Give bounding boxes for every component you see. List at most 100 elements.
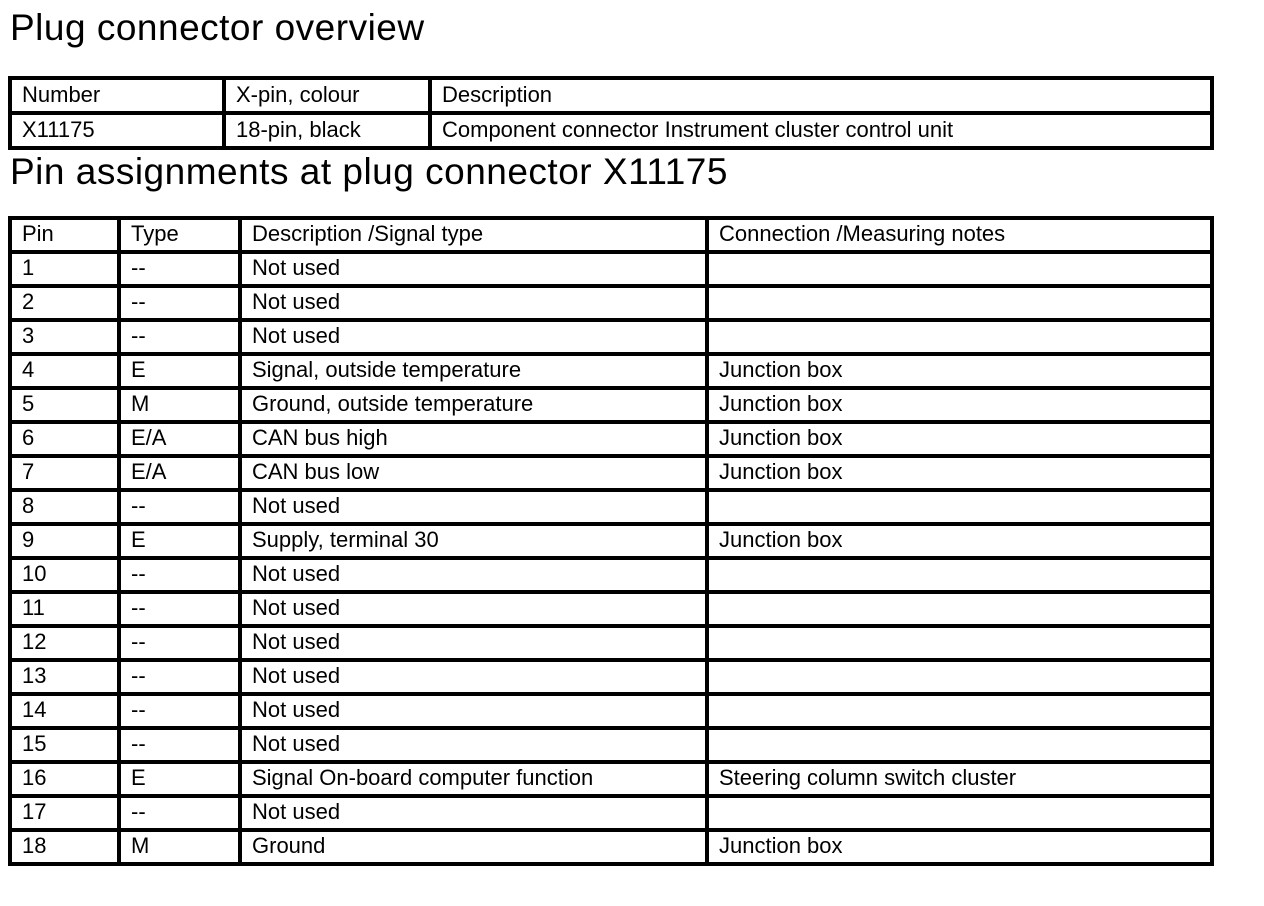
pin-assignments-table: Pin Type Description /Signal type Connec… [8, 216, 1214, 866]
pin-row-6: 6 E/A CAN bus high Junction box [8, 420, 1214, 458]
type-cell: -- [117, 284, 242, 322]
pin-cell: 9 [8, 522, 121, 560]
connection-cell [705, 318, 1214, 356]
connection-cell [705, 794, 1214, 832]
connection-cell: Junction box [705, 522, 1214, 560]
connector-header-xpin-colour: X-pin, colour [222, 76, 432, 115]
pin-row-16: 16 E Signal On-board computer function S… [8, 760, 1214, 798]
pin-cell: 14 [8, 692, 121, 730]
description-cell: Not used [238, 556, 709, 594]
type-cell: E/A [117, 420, 242, 458]
pin-cell: 4 [8, 352, 121, 390]
type-cell: -- [117, 658, 242, 696]
connection-cell [705, 250, 1214, 288]
connection-cell: Junction box [705, 352, 1214, 390]
type-cell: -- [117, 488, 242, 526]
description-cell: Not used [238, 488, 709, 526]
description-cell: Not used [238, 590, 709, 628]
description-cell: Not used [238, 284, 709, 322]
pin-cell: 13 [8, 658, 121, 696]
pin-row-18: 18 M Ground Junction box [8, 828, 1214, 866]
description-cell: Not used [238, 692, 709, 730]
pin-cell: 18 [8, 828, 121, 866]
description-cell: Not used [238, 250, 709, 288]
pin-cell: 5 [8, 386, 121, 424]
pin-row-8: 8 -- Not used [8, 488, 1214, 526]
connection-cell [705, 726, 1214, 764]
pin-cell: 17 [8, 794, 121, 832]
plug-connector-overview-table: Number X-pin, colour Description X11175 … [8, 76, 1214, 150]
connector-table-header-row: Number X-pin, colour Description [8, 76, 1214, 115]
description-cell: Signal, outside temperature [238, 352, 709, 390]
connector-header-description: Description [428, 76, 1214, 115]
pin-row-7: 7 E/A CAN bus low Junction box [8, 454, 1214, 492]
pin-row-17: 17 -- Not used [8, 794, 1214, 832]
pin-row-10: 10 -- Not used [8, 556, 1214, 594]
type-cell: -- [117, 794, 242, 832]
connector-number-cell: X11175 [8, 111, 226, 150]
connection-cell: Steering column switch cluster [705, 760, 1214, 798]
type-cell: M [117, 386, 242, 424]
pin-row-12: 12 -- Not used [8, 624, 1214, 662]
type-cell: E/A [117, 454, 242, 492]
description-cell: Not used [238, 726, 709, 764]
pin-cell: 11 [8, 590, 121, 628]
pin-row-1: 1 -- Not used [8, 250, 1214, 288]
type-cell: -- [117, 556, 242, 594]
pin-cell: 15 [8, 726, 121, 764]
connection-cell: Junction box [705, 828, 1214, 866]
pin-row-4: 4 E Signal, outside temperature Junction… [8, 352, 1214, 390]
connector-table-row: X11175 18-pin, black Component connector… [8, 111, 1214, 150]
pin-row-14: 14 -- Not used [8, 692, 1214, 730]
pin-row-3: 3 -- Not used [8, 318, 1214, 356]
pin-cell: 3 [8, 318, 121, 356]
pin-cell: 7 [8, 454, 121, 492]
description-cell: Ground, outside temperature [238, 386, 709, 424]
connection-cell [705, 488, 1214, 526]
pin-cell: 10 [8, 556, 121, 594]
pin-cell: 8 [8, 488, 121, 526]
type-cell: -- [117, 692, 242, 730]
pin-cell: 12 [8, 624, 121, 662]
pin-header-type: Type [117, 216, 242, 254]
pin-cell: 6 [8, 420, 121, 458]
description-cell: CAN bus low [238, 454, 709, 492]
connector-description-cell: Component connector Instrument cluster c… [428, 111, 1214, 150]
pin-row-15: 15 -- Not used [8, 726, 1214, 764]
type-cell: M [117, 828, 242, 866]
connection-cell [705, 658, 1214, 696]
pin-row-5: 5 M Ground, outside temperature Junction… [8, 386, 1214, 424]
connection-cell [705, 624, 1214, 662]
description-cell: Not used [238, 318, 709, 356]
pin-assignments-title: Pin assignments at plug connector X11175 [10, 151, 728, 192]
type-cell: -- [117, 590, 242, 628]
pin-row-11: 11 -- Not used [8, 590, 1214, 628]
pin-header-description: Description /Signal type [238, 216, 709, 254]
description-cell: Ground [238, 828, 709, 866]
connection-cell [705, 692, 1214, 730]
pin-cell: 1 [8, 250, 121, 288]
pin-row-13: 13 -- Not used [8, 658, 1214, 696]
pin-table-header-row: Pin Type Description /Signal type Connec… [8, 216, 1214, 254]
type-cell: -- [117, 318, 242, 356]
type-cell: -- [117, 726, 242, 764]
description-cell: Signal On-board computer function [238, 760, 709, 798]
connection-cell: Junction box [705, 454, 1214, 492]
type-cell: E [117, 760, 242, 798]
connection-cell [705, 556, 1214, 594]
type-cell: -- [117, 250, 242, 288]
description-cell: Not used [238, 794, 709, 832]
description-cell: Supply, terminal 30 [238, 522, 709, 560]
connection-cell [705, 284, 1214, 322]
pin-header-connection: Connection /Measuring notes [705, 216, 1214, 254]
description-cell: Not used [238, 658, 709, 696]
connection-cell: Junction box [705, 386, 1214, 424]
connector-xpin-colour-cell: 18-pin, black [222, 111, 432, 150]
pin-row-2: 2 -- Not used [8, 284, 1214, 322]
connection-cell: Junction box [705, 420, 1214, 458]
pin-row-9: 9 E Supply, terminal 30 Junction box [8, 522, 1214, 560]
plug-connector-overview-title: Plug connector overview [10, 7, 425, 48]
type-cell: -- [117, 624, 242, 662]
connector-header-number: Number [8, 76, 226, 115]
